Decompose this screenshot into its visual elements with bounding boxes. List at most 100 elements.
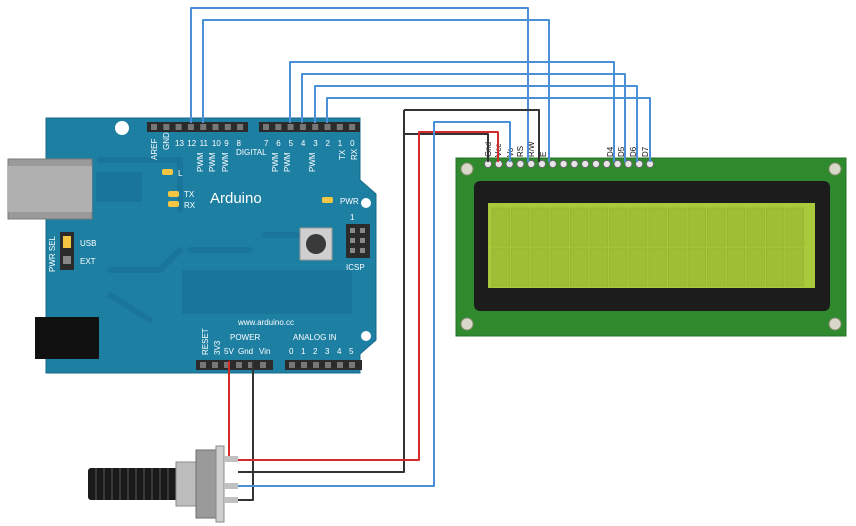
lcd-cell [511,247,530,287]
lcd-pin[interactable] [527,159,536,169]
lcd-pin[interactable] [537,159,547,169]
pwm-label: PWM [208,152,217,172]
led-rx [168,201,179,207]
lcd-cell [707,207,726,247]
lcd-cell [648,247,667,287]
header-pin[interactable] [287,124,294,130]
analog-pin-label: 5 [349,347,354,356]
analog-pin-label: 1 [301,347,306,356]
digital-pin-label: 2 [326,139,331,148]
header-pin[interactable] [260,362,266,368]
mounting-hole [115,121,129,135]
lcd-cell [550,207,569,247]
header-pin[interactable] [313,362,319,368]
power-header [196,360,273,370]
lcd-cell [570,247,589,287]
led-pwr-label: PWR [340,197,359,206]
header-pin[interactable] [212,362,218,368]
header-pin[interactable] [200,124,207,130]
digital-pin-label: 7 [264,139,269,148]
5v-pin-label: 5V [224,347,234,356]
header-pin[interactable] [312,124,319,130]
icsp-pin1-label: 1 [350,213,355,222]
header-pin[interactable] [349,362,355,368]
lcd-pin[interactable] [591,159,601,169]
lcd-pin[interactable] [624,159,633,169]
analog-label: ANALOG IN [293,333,337,342]
header-pin[interactable] [151,124,157,130]
header-pin[interactable] [337,362,343,368]
header-pin[interactable] [212,124,219,130]
chip-outline [96,172,142,202]
header-pin[interactable] [301,362,307,368]
lcd-cell [628,247,648,287]
lcd-cell [726,207,746,247]
header-pin[interactable] [236,362,242,368]
header-pin[interactable] [324,124,331,130]
lcd-pin[interactable] [581,159,590,169]
lcd-pin-label: R/W [527,141,536,157]
arduino-brand: Arduino [210,190,262,207]
digital-pin-label: 13 [175,139,184,148]
pwm-label: PWM [283,152,292,172]
lcd-pin[interactable] [570,159,579,169]
digital-pin-label: 8 [237,139,242,148]
header-pin[interactable] [299,124,306,130]
digital-pin-label: 5 [289,139,294,148]
lcd-pin-label: E [539,152,548,157]
lcd-cell [491,207,510,247]
lcd-pin[interactable] [635,159,644,169]
digital-pin-label: 6 [276,139,281,148]
lcd-pin[interactable] [548,159,557,169]
lcd-cell [726,247,746,287]
header-pin[interactable] [349,124,356,130]
header-pin[interactable] [237,124,244,130]
usb-label: USB [80,239,96,248]
header-pin[interactable] [163,124,170,130]
mounting-hole [361,198,371,208]
lcd-pin-label: D7 [641,146,650,157]
lcd-pin[interactable] [516,159,525,169]
header-pin[interactable] [275,124,282,130]
digital-pin-label: 3 [313,139,318,148]
lcd-pin-label: D4 [606,146,615,157]
lcd-pin[interactable] [602,159,611,169]
pwm-label: PWM [271,152,280,172]
wire-rw-gnd [404,109,540,162]
lcd-cell [668,247,687,287]
led-l-label: L [178,169,183,178]
header-pin[interactable] [187,124,194,130]
power-label: POWER [230,333,260,342]
header-pin[interactable] [175,124,182,130]
lcd-cell [530,207,550,247]
wire-d5 [301,73,626,162]
wire-d4 [289,61,615,162]
header-pin[interactable] [224,124,231,130]
header-pin[interactable] [224,362,230,368]
lcd-pin-label: D5 [617,146,626,157]
lcd-pin[interactable] [613,159,622,169]
lcd-cell [511,207,530,247]
analog-pin-label: 4 [337,347,342,356]
lcd-pin[interactable] [559,159,568,169]
led-pwr [322,197,333,203]
ext-label: EXT [80,257,96,266]
lcd-cell [746,247,765,287]
header-pin[interactable] [248,362,254,368]
pot-pin [224,497,238,503]
header-pin[interactable] [325,362,331,368]
pot-knob [88,468,178,500]
digital-pin-label: 12 [187,139,196,148]
header-pin[interactable] [289,362,295,368]
header-pin[interactable] [263,124,269,130]
lcd-hole [460,317,474,331]
wire-vo [238,121,511,487]
lcd-pin-label: RS [516,146,525,157]
header-pin[interactable] [336,124,343,130]
analog-pin-label: 2 [313,347,318,356]
digital-pin-label: 9 [224,139,229,148]
wires [190,7,651,501]
header-pin[interactable] [200,362,206,368]
